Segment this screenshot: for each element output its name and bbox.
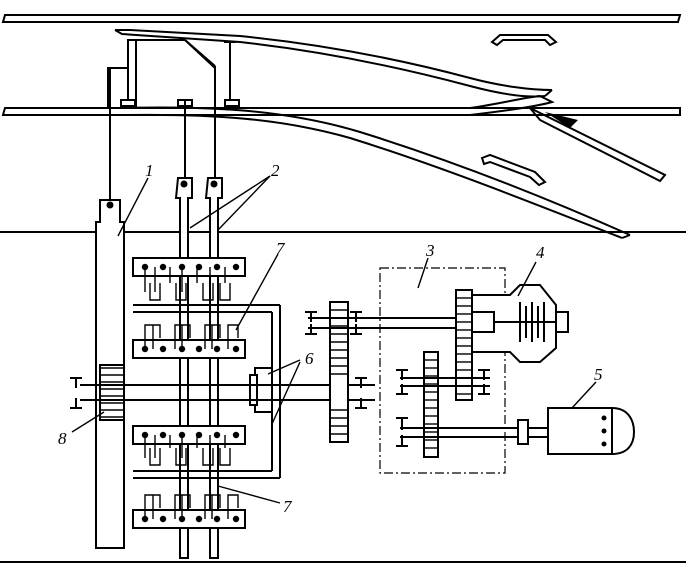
main-shaft	[70, 377, 375, 409]
label-2: 2	[271, 161, 280, 180]
label-5: 5	[594, 365, 603, 384]
guard-rail-lower	[480, 153, 547, 187]
label-1: 1	[145, 161, 154, 180]
output-gear	[329, 301, 349, 443]
friction-clutch-4	[471, 284, 569, 363]
callout-labels: 1 2 3 4 5 6 7 7 8	[58, 161, 603, 516]
cam-frame-7	[133, 304, 281, 479]
contact-groups	[132, 257, 246, 529]
top-stock-rail	[1, 14, 682, 23]
label-3: 3	[425, 241, 435, 260]
gearbox-3	[379, 267, 520, 474]
guard-rail-top	[490, 34, 558, 47]
frog-rail-upper	[469, 94, 555, 116]
frog-point	[545, 112, 578, 128]
label-4: 4	[536, 243, 545, 262]
curved-switch-rail-lower	[117, 106, 631, 236]
label-8: 8	[58, 429, 67, 448]
main-stock-rail	[1, 107, 681, 116]
label-7-lower: 7	[283, 497, 293, 516]
upper-shaft	[305, 311, 460, 335]
label-6: 6	[305, 349, 314, 368]
frog-rail-lower	[529, 107, 667, 183]
label-7-upper: 7	[276, 239, 286, 258]
rack-8	[99, 364, 125, 421]
cam-6	[249, 367, 273, 413]
motor-5	[517, 407, 636, 455]
throw-rod-1	[95, 68, 125, 549]
detection-rods-2	[174, 100, 223, 559]
turnout-track	[1, 14, 682, 239]
leader-lines	[71, 175, 597, 504]
curved-switch-rail-upper	[114, 29, 546, 98]
